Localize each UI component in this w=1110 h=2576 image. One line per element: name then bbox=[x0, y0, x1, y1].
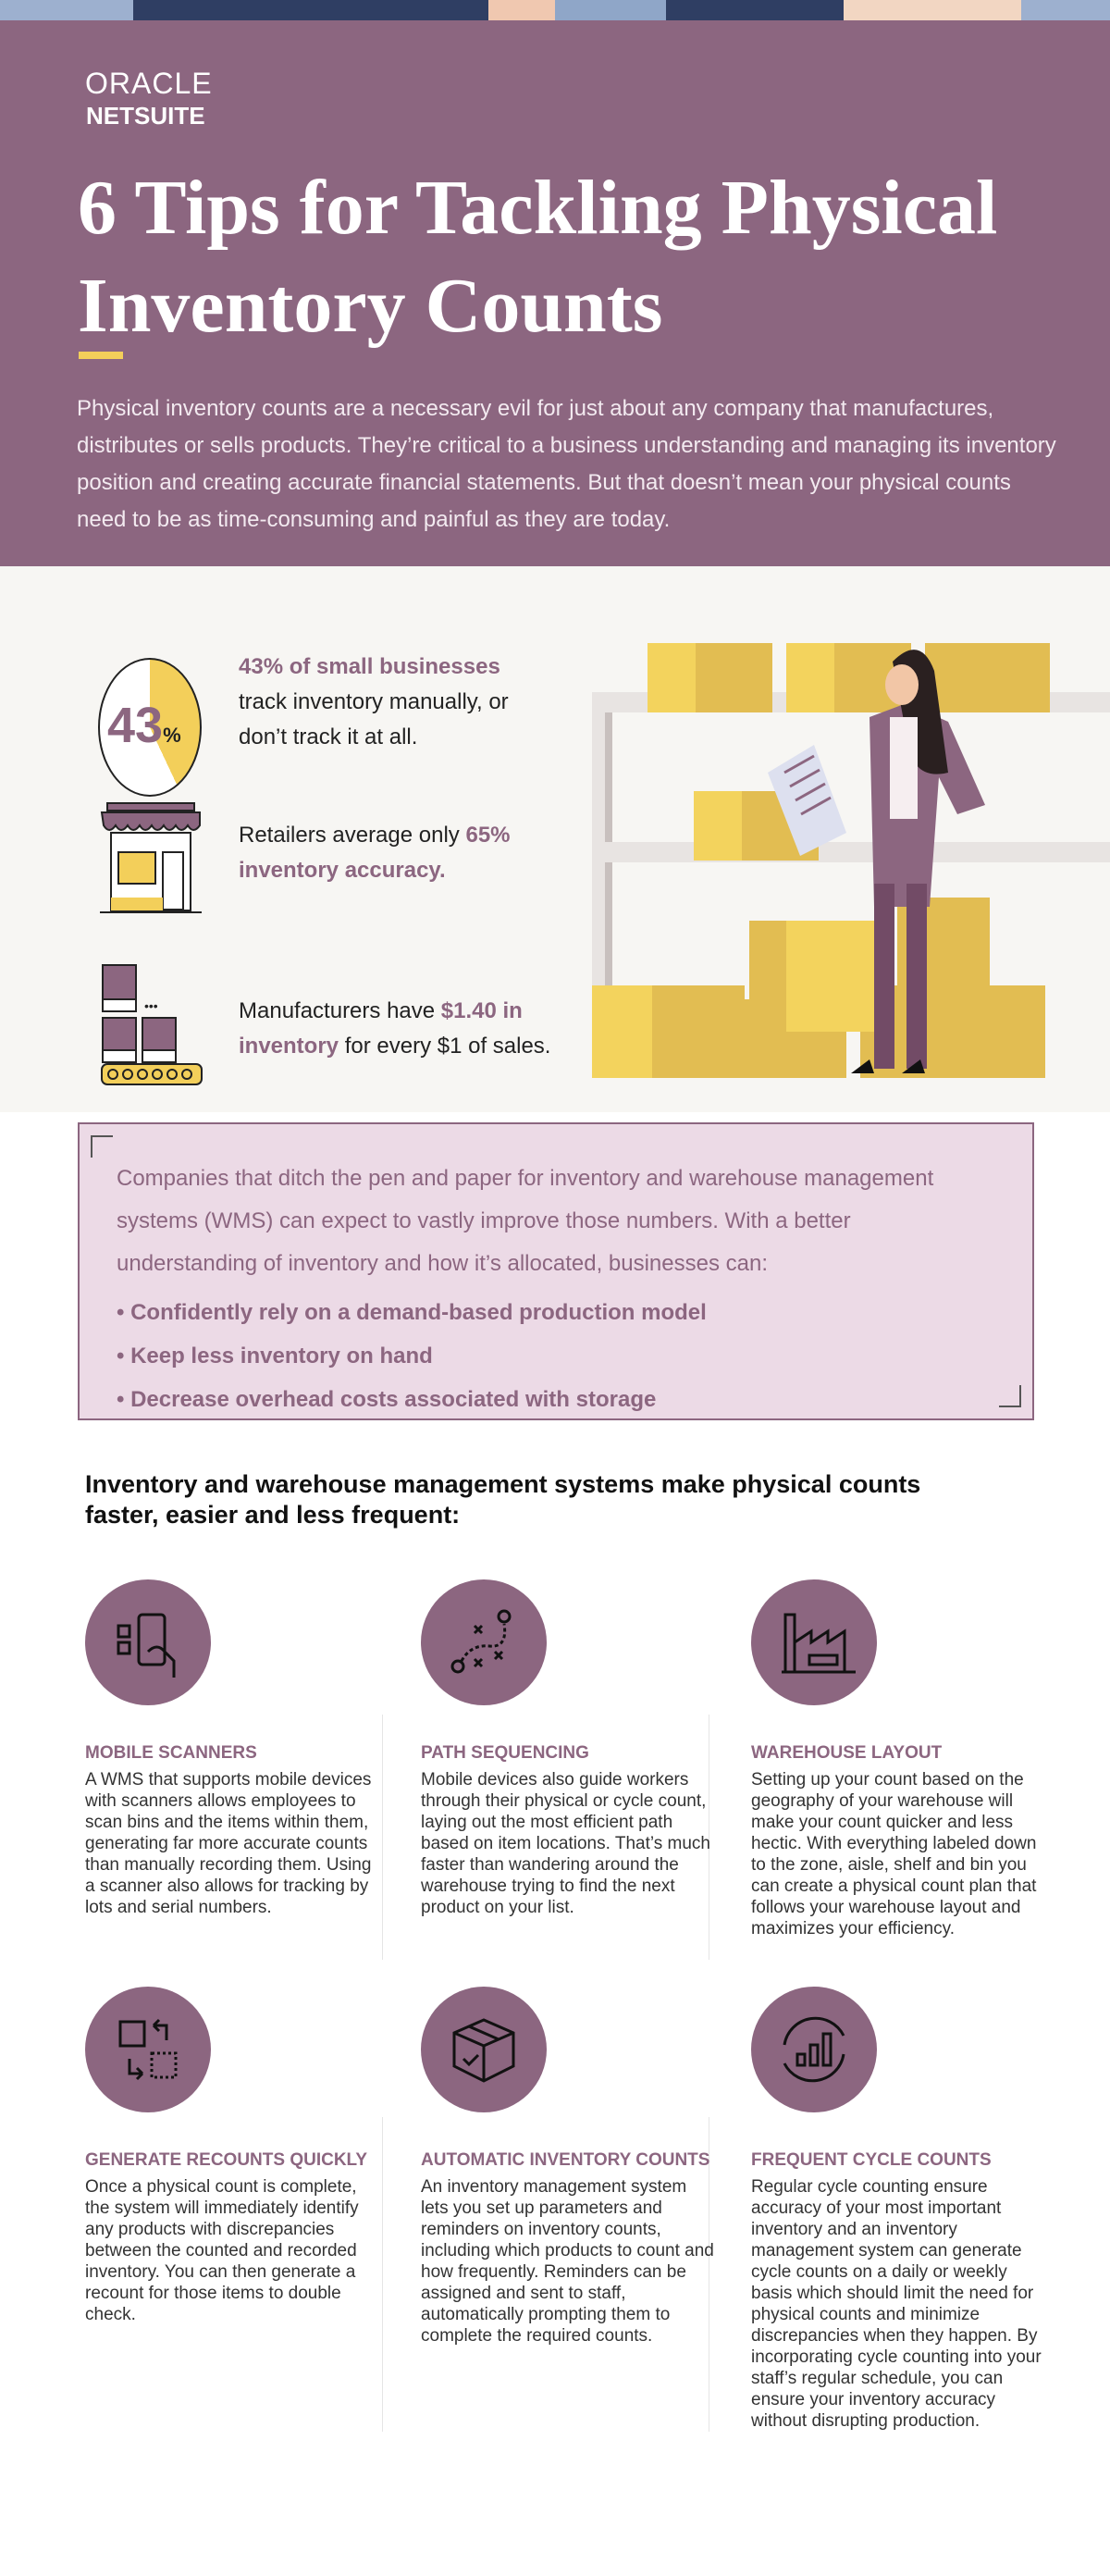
tip-automatic-counts: AUTOMATIC INVENTORY COUNTS An inventory … bbox=[421, 1987, 717, 2347]
page-title: 6 Tips for Tackling Physical Inventory C… bbox=[78, 165, 998, 349]
stat-small-business: 43% of small businesses track inventory … bbox=[239, 654, 509, 749]
box-icon bbox=[421, 1987, 547, 2112]
recount-icon bbox=[85, 1987, 211, 2112]
section-heading: Inventory and warehouse management syste… bbox=[85, 1470, 921, 1529]
callout-text: Companies that ditch the pen and paper f… bbox=[117, 1166, 934, 1276]
mobile-scanner-icon bbox=[85, 1579, 211, 1705]
tip-warehouse-layout: WAREHOUSE LAYOUT Setting up your count b… bbox=[751, 1579, 1047, 1939]
list-item: • Confidently rely on a demand-based pro… bbox=[117, 1300, 707, 1325]
tip-path-sequencing: PATH SEQUENCING Mobile devices also guid… bbox=[421, 1579, 717, 1918]
intro-text: Physical inventory counts are a necessar… bbox=[77, 396, 1056, 532]
tip-body: Setting up your count based on the geogr… bbox=[751, 1770, 1037, 1938]
list-item: • Decrease overhead costs associated wit… bbox=[117, 1387, 657, 1412]
logo-netsuite: NETSUITE bbox=[86, 102, 205, 130]
tip-title: AUTOMATIC INVENTORY COUNTS bbox=[421, 2150, 710, 2170]
tip-body: An inventory management system lets you … bbox=[421, 2177, 714, 2346]
benefits-list: • Confidently rely on a demand-based pro… bbox=[117, 1291, 707, 1421]
tip-title: MOBILE SCANNERS bbox=[85, 1743, 257, 1763]
tip-body: A WMS that supports mobile devices with … bbox=[85, 1770, 372, 1917]
svg-text:•••: ••• bbox=[144, 998, 158, 1013]
tip-body: Mobile devices also guide workers throug… bbox=[421, 1770, 710, 1917]
corner-decoration bbox=[91, 1135, 113, 1158]
tip-frequent-cycle-counts: FREQUENT CYCLE COUNTS Regular cycle coun… bbox=[751, 1987, 1047, 2432]
header: ORACLE NETSUITE 6 Tips for Tackling Phys… bbox=[0, 20, 1110, 566]
cycle-chart-icon bbox=[751, 1987, 877, 2112]
pie-43-icon: 43% bbox=[98, 658, 202, 797]
stat-retail-accuracy: Retailers average only 65% inventory acc… bbox=[239, 823, 511, 883]
corner-decoration bbox=[999, 1385, 1021, 1407]
divider bbox=[382, 2117, 383, 2432]
warehouse-icon bbox=[751, 1579, 877, 1705]
decorative-top-strip bbox=[0, 0, 1110, 20]
tip-title: WAREHOUSE LAYOUT bbox=[751, 1743, 943, 1763]
stat-manufacturer-inventory: Manufacturers have $1.40 in inventory fo… bbox=[239, 998, 551, 1059]
tip-title: GENERATE RECOUNTS QUICKLY bbox=[85, 2150, 368, 2170]
tip-body: Regular cycle counting ensure accuracy o… bbox=[751, 2177, 1042, 2431]
divider bbox=[382, 1715, 383, 1960]
storefront-icon bbox=[100, 802, 202, 913]
list-item: • Keep less inventory on hand bbox=[117, 1344, 433, 1368]
manufacturing-icon: ••• bbox=[101, 964, 203, 1085]
accent-bar bbox=[79, 352, 123, 359]
path-icon bbox=[421, 1579, 547, 1705]
tip-title: PATH SEQUENCING bbox=[421, 1743, 589, 1763]
tip-title: FREQUENT CYCLE COUNTS bbox=[751, 2150, 992, 2170]
logo-oracle: ORACLE bbox=[85, 67, 213, 100]
tip-body: Once a physical count is complete, the s… bbox=[85, 2177, 359, 2324]
tip-generate-recounts: GENERATE RECOUNTS QUICKLY Once a physica… bbox=[85, 1987, 381, 2325]
tip-mobile-scanners: MOBILE SCANNERS A WMS that supports mobi… bbox=[85, 1579, 381, 1918]
warehouse-worker-illustration bbox=[592, 643, 1110, 1078]
wms-benefits-callout: Companies that ditch the pen and paper f… bbox=[78, 1122, 1034, 1420]
